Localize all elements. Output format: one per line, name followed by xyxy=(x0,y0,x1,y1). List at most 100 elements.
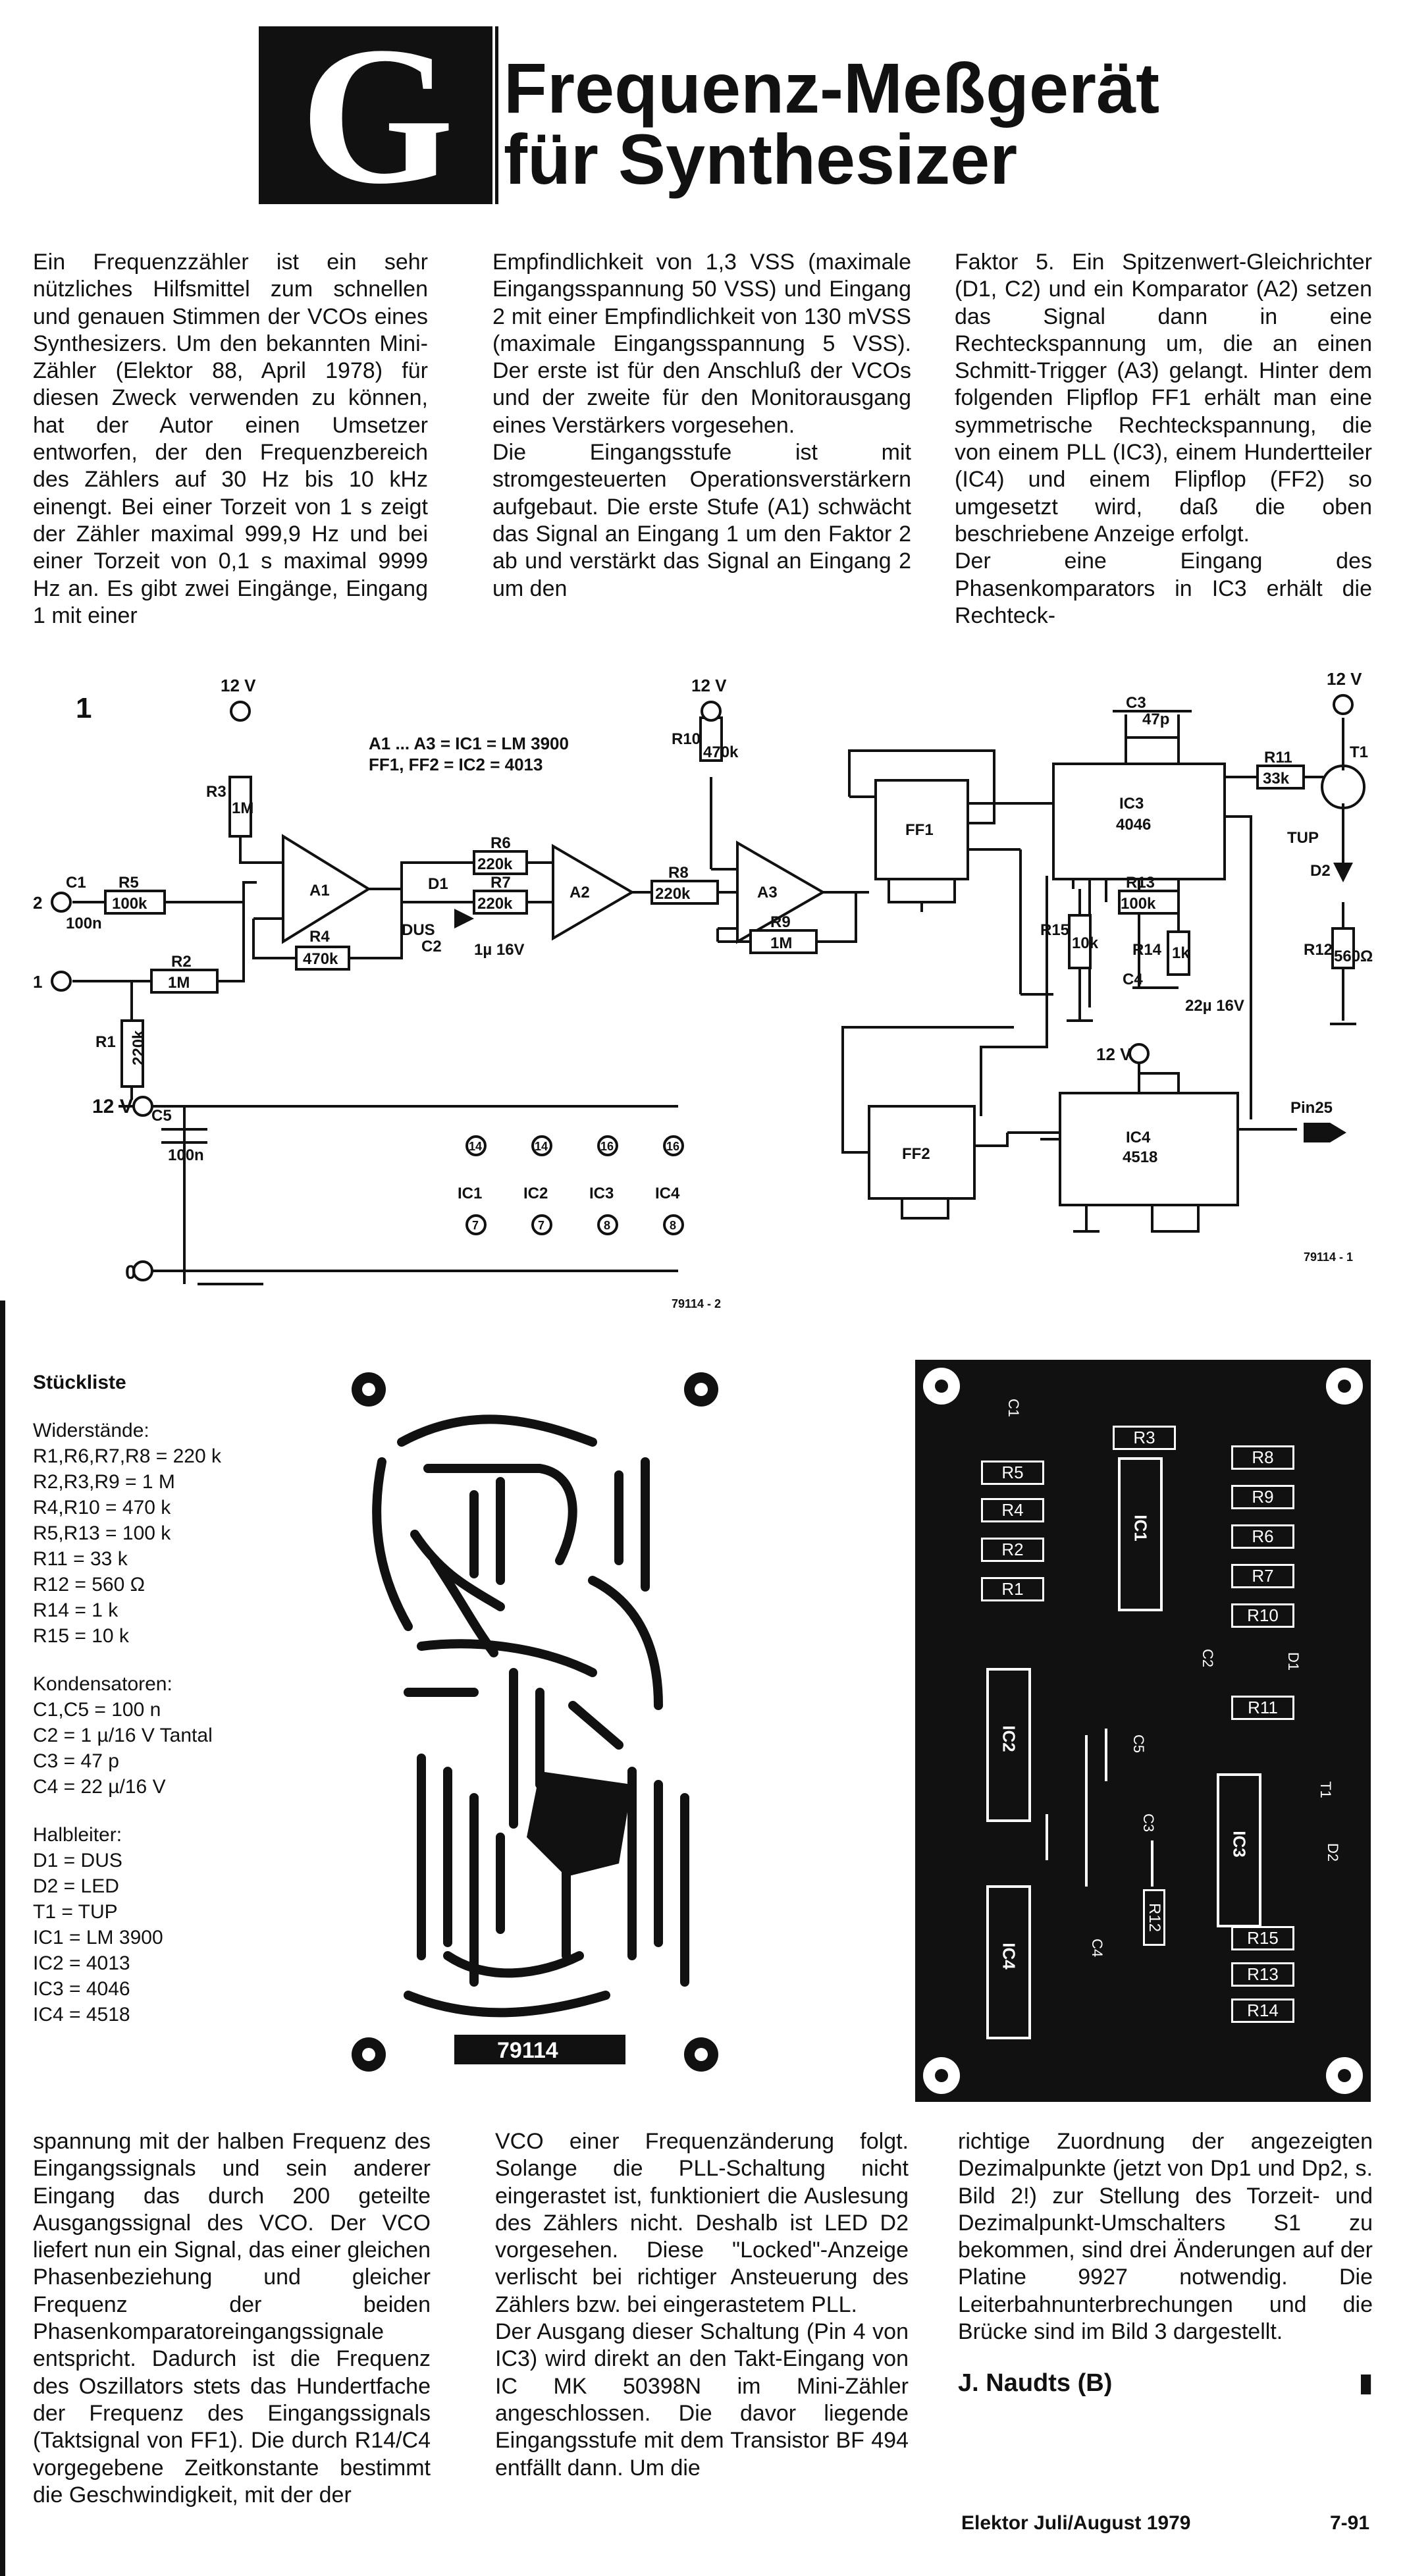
title-line-2: für Synthesizer xyxy=(504,119,1018,199)
pcb-ic3-label: IC3 xyxy=(1229,1831,1250,1858)
parts-item: C1,C5 = 100 n xyxy=(33,1699,161,1721)
ground-plane xyxy=(527,1771,632,1877)
pin-number: 7 xyxy=(472,1219,479,1232)
r6-value: 220k xyxy=(477,855,513,873)
pin-number: 8 xyxy=(604,1219,610,1232)
pcb-r7: R7 xyxy=(1231,1564,1294,1588)
header-rule-left xyxy=(259,26,262,204)
r12-label: R12 xyxy=(1304,941,1333,959)
r13-value: 100k xyxy=(1121,895,1156,913)
tup-label: TUP xyxy=(1287,829,1319,847)
supply-label: 12 V xyxy=(691,676,727,695)
intro-column-2: Empfindlichkeit von 1,3 VSS (maximale Ei… xyxy=(492,249,911,603)
ic4-type: 4518 xyxy=(1123,1148,1157,1166)
pcb-ic4-label: IC4 xyxy=(999,1943,1019,1970)
input-1-label: 1 xyxy=(33,972,42,992)
r4-value: 470k xyxy=(303,950,338,968)
header-rule-right xyxy=(495,26,498,204)
r12-value: 560Ω xyxy=(1334,948,1373,965)
ic3-type: 4046 xyxy=(1116,816,1151,834)
pin-number: 14 xyxy=(535,1140,548,1153)
a1-label: A1 xyxy=(309,882,330,899)
figure-divider xyxy=(0,1301,5,2576)
pcb-r12: R12 xyxy=(1143,1889,1165,1946)
pcb-r1: R1 xyxy=(981,1577,1044,1601)
ic4-supply-label: IC4 xyxy=(655,1185,680,1202)
a3-label: A3 xyxy=(757,884,778,901)
supply-label: 12 V xyxy=(1327,669,1362,689)
author-line: J. Naudts (B) ▮ xyxy=(958,2368,1373,2398)
pcb-r14: R14 xyxy=(1231,1999,1294,2023)
journal-footer: Elektor Juli/August 1979 xyxy=(961,2512,1191,2534)
body-paragraph: richtige Zuordnung der angezeigten Dezim… xyxy=(958,2129,1373,2345)
ic4-label: IC4 xyxy=(1126,1129,1151,1146)
dus-label: DUS xyxy=(402,921,435,939)
r9-label: R9 xyxy=(770,913,791,931)
r11-value: 33k xyxy=(1263,770,1290,788)
pcb-r3: R3 xyxy=(1113,1426,1176,1450)
pcb-ic1-label: IC1 xyxy=(1130,1515,1151,1542)
intro-paragraph: Empfindlichkeit von 1,3 VSS (maximale Ei… xyxy=(492,250,911,438)
c3-value: 47p xyxy=(1142,711,1169,728)
ground-label: 0 xyxy=(125,1262,136,1283)
r14-value: 1k xyxy=(1172,944,1190,962)
figure-number: 1 xyxy=(76,692,92,724)
r1-value: 220k xyxy=(130,1030,147,1065)
pcb-r8: R8 xyxy=(1231,1445,1294,1470)
pcb-r2: R2 xyxy=(981,1538,1044,1562)
pcb-c2: C2 xyxy=(1200,1648,1217,1668)
parts-item: R14 = 1 k xyxy=(33,1599,119,1621)
pcb-c3: C3 xyxy=(1140,1813,1157,1833)
c2-label: C2 xyxy=(421,938,442,955)
c4-label: C4 xyxy=(1123,971,1143,988)
output-pin-label: Pin25 xyxy=(1290,1099,1333,1117)
parts-item: IC4 = 4518 xyxy=(33,2004,130,2026)
capacitors-title: Kondensatoren: xyxy=(33,1673,172,1695)
r5-label: R5 xyxy=(119,874,139,892)
pcb-r15: R15 xyxy=(1231,1926,1294,1950)
page-title: Frequenz-Meßgerät für Synthesizer xyxy=(504,53,1159,195)
parts-item: R5,R13 = 100 k xyxy=(33,1522,171,1544)
t1-label: T1 xyxy=(1350,743,1368,761)
schematic-note-2: FF1, FF2 = IC2 = 4013 xyxy=(369,755,543,774)
pin-number: 7 xyxy=(538,1219,544,1232)
intro-paragraph: Die Eingangsstufe ist mit stromgesteuert… xyxy=(492,440,911,601)
parts-item: R15 = 10 k xyxy=(33,1625,129,1647)
pcb-c5: C5 xyxy=(1130,1734,1148,1754)
parts-item: R1,R6,R7,R8 = 220 k xyxy=(33,1445,221,1467)
parts-item: IC3 = 4046 xyxy=(33,1978,130,2000)
supply-label: 12 V xyxy=(221,676,256,695)
parts-item: R2,R3,R9 = 1 M xyxy=(33,1471,175,1493)
parts-item: D1 = DUS xyxy=(33,1850,122,1871)
r13-label: R13 xyxy=(1126,874,1155,892)
pcb-copper-layout: 79114 xyxy=(352,1372,718,2072)
pcb-board-label: 79114 xyxy=(497,2038,558,2063)
schematic-code: 79114 - 1 xyxy=(1304,1250,1353,1264)
pcb-r13: R13 xyxy=(1231,1962,1294,1987)
ic3-supply-label: IC3 xyxy=(589,1185,614,1202)
intro-column-1: Ein Frequenzzähler ist ein sehr nützlich… xyxy=(33,249,428,630)
supply-label: 12 V xyxy=(92,1096,133,1117)
body-column-2: VCO einer Frequenzänderung folgt. Solang… xyxy=(495,2128,909,2482)
pcb-r4: R4 xyxy=(981,1498,1044,1522)
c4-value: 22µ 16V xyxy=(1185,997,1244,1015)
pcb-r10: R10 xyxy=(1231,1603,1294,1628)
r2-label: R2 xyxy=(171,953,192,971)
parts-item: R11 = 33 k xyxy=(33,1548,128,1570)
ff1-label: FF1 xyxy=(905,821,934,839)
r11-label: R11 xyxy=(1264,749,1292,766)
r7-value: 220k xyxy=(477,895,513,913)
body-paragraph: Der Ausgang dieser Schaltung (Pin 4 von … xyxy=(495,2319,909,2481)
pcb-ic2-label: IC2 xyxy=(999,1725,1019,1752)
intro-paragraph: Faktor 5. Ein Spitzenwert-Gleichrichter … xyxy=(955,250,1372,547)
pcb-c4: C4 xyxy=(1089,1938,1106,1958)
intro-column-3: Faktor 5. Ein Spitzenwert-Gleichrichter … xyxy=(955,249,1372,630)
d1-label: D1 xyxy=(428,875,448,893)
parts-item: C4 = 22 µ/16 V xyxy=(33,1776,166,1798)
r8-label: R8 xyxy=(668,864,689,882)
pcb-d2: D2 xyxy=(1325,1842,1342,1862)
body-column-1: spannung mit der halben Frequenz des Ein… xyxy=(33,2128,431,2509)
body-paragraph: spannung mit der halben Frequenz des Ein… xyxy=(33,2129,431,2508)
ff2-label: FF2 xyxy=(902,1145,930,1163)
parts-item: R4,R10 = 470 k xyxy=(33,1497,171,1518)
